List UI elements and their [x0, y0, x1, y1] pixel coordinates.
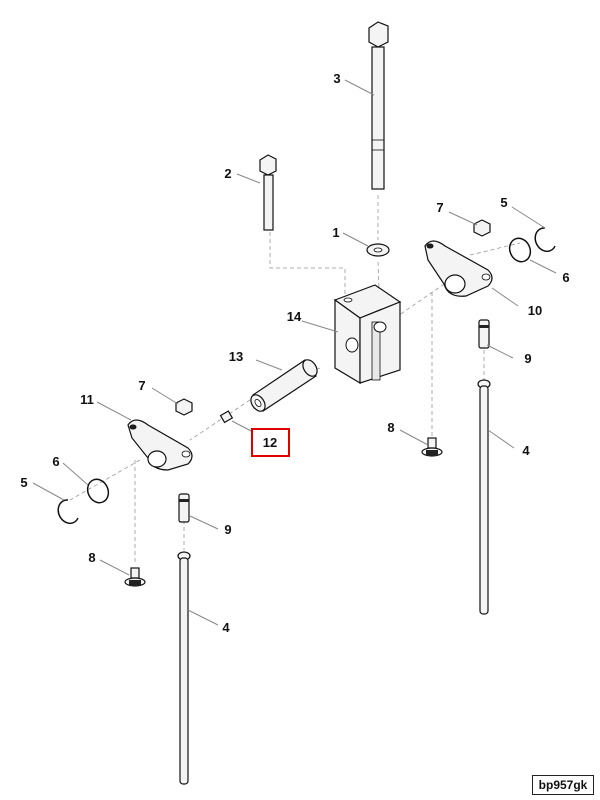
part-4-pushrod-right	[477, 379, 491, 615]
callout-9-left: 9	[224, 522, 231, 537]
part-1-washer	[366, 243, 390, 257]
callout-labels: 1 2 3 4 4 5 5 6 6 7 7 8 8 9 9 10 11 12 1…	[20, 71, 569, 635]
part-14-support-block	[333, 284, 402, 385]
callout-5-left: 5	[20, 475, 27, 490]
callout-14: 14	[287, 309, 302, 324]
part-9-adjuster-right	[478, 319, 490, 349]
part-2-short-bolt	[259, 154, 277, 231]
callout-12: 12	[263, 435, 277, 450]
callout-8-right: 8	[387, 420, 394, 435]
part-7-nut-left	[175, 398, 193, 416]
leader-lines	[32, 79, 557, 626]
part-4-pushrod-left	[177, 551, 191, 785]
part-12-plug	[219, 410, 234, 424]
part-7-nut-right	[473, 219, 491, 237]
drawing-code-label: bp957gk	[532, 775, 594, 795]
callout-6-right: 6	[562, 270, 569, 285]
part-9-adjuster-left	[178, 493, 190, 523]
part-5-circlip-left	[57, 499, 79, 525]
callout-6-left: 6	[52, 454, 59, 469]
highlight-box-12	[251, 428, 290, 457]
part-3-long-bolt	[368, 21, 389, 190]
part-6-ring-right	[508, 237, 532, 263]
callout-11: 11	[80, 392, 94, 407]
part-11-rocker-arm-left	[127, 419, 193, 471]
callout-3: 3	[333, 71, 340, 86]
callout-10: 10	[528, 303, 542, 318]
part-6-ring-left	[86, 478, 110, 504]
callout-2: 2	[224, 166, 231, 181]
callout-9-right: 9	[524, 351, 531, 366]
callout-8-left: 8	[88, 550, 95, 565]
part-10-rocker-arm-right	[424, 240, 493, 297]
callout-4-left: 4	[222, 620, 230, 635]
part-8-tappet-left	[124, 567, 146, 587]
callout-1: 1	[332, 225, 339, 240]
part-13-rocker-shaft	[250, 359, 318, 412]
part-8-tappet-right	[421, 437, 443, 457]
part-5-circlip-right	[534, 227, 556, 253]
callout-5-right: 5	[500, 195, 507, 210]
callout-7-right: 7	[436, 200, 443, 215]
callout-13: 13	[229, 349, 243, 364]
callout-7-left: 7	[138, 378, 145, 393]
callout-4-right: 4	[522, 443, 530, 458]
